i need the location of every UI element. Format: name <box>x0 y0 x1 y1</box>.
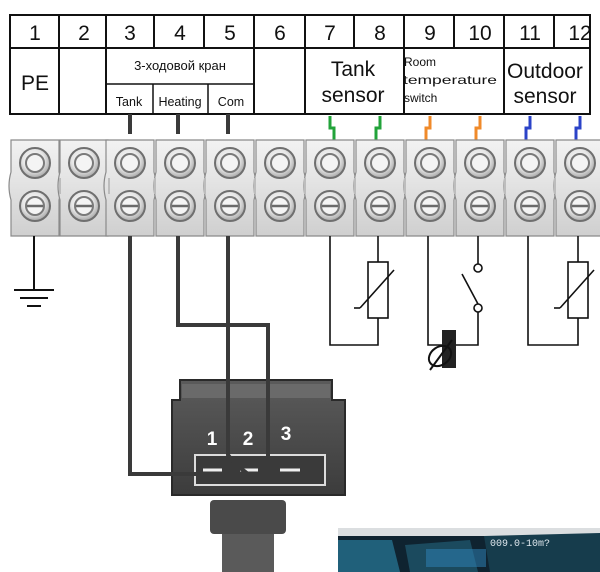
terminal-block-7 <box>303 139 357 237</box>
room-switch-label-line3: switch <box>404 91 437 105</box>
valve-connector: 1 2 3 <box>171 379 346 572</box>
terminal-number-9: 9 <box>424 22 436 45</box>
outdoor-sensor-label-line1: Outdoor <box>507 60 583 83</box>
terminal-number-3: 3 <box>124 22 136 45</box>
tank-sensor-label-line1: Tank <box>331 58 376 81</box>
terminal-number-5: 5 <box>224 22 236 45</box>
room-switch-circuit <box>427 236 483 346</box>
valve-wiring <box>128 236 288 476</box>
pe-label: PE <box>21 72 49 95</box>
terminal-number-11: 11 <box>519 22 541 45</box>
valve-label: 3-ходовой кран <box>134 58 226 73</box>
outdoor-sensor-circuit <box>527 236 595 346</box>
terminal-number-7: 7 <box>324 22 336 45</box>
thermistor-icon <box>367 261 389 319</box>
connector-pin-1: 1 <box>207 429 218 450</box>
terminal-block-9 <box>403 139 457 237</box>
photo-fragment: 009.0-10m? <box>338 528 600 572</box>
thermostat-dial-icon <box>427 330 456 371</box>
terminal-block-3 <box>103 139 157 237</box>
terminal-block-strip <box>8 139 600 237</box>
terminal-block-4 <box>153 139 207 237</box>
terminal-number-4: 4 <box>174 22 186 45</box>
terminal-block-2 <box>57 139 111 237</box>
terminal-block-1 <box>8 139 62 237</box>
room-switch-label-line2: temperature <box>403 73 497 87</box>
heating-terminal-label: Heating <box>158 95 201 109</box>
terminal-number-10: 10 <box>468 22 491 45</box>
ground-symbol-icon <box>14 236 54 307</box>
connector-pin-2: 2 <box>243 429 254 450</box>
terminal-block-10 <box>453 139 507 237</box>
sensor-wire-stubs <box>128 114 582 140</box>
terminal-number-8: 8 <box>374 22 386 45</box>
terminal-block-5 <box>203 139 257 237</box>
terminal-block-11 <box>503 139 557 237</box>
terminal-number-12: 12 <box>568 22 591 45</box>
terminal-block-6 <box>253 139 307 237</box>
tank-sensor-label-line2: sensor <box>321 84 384 107</box>
tank-terminal-label: Tank <box>116 95 143 109</box>
connector-pin-3: 3 <box>281 424 292 445</box>
thermistor-icon <box>567 261 589 319</box>
outdoor-sensor-label-line2: sensor <box>513 85 576 108</box>
terminal-number-1: 1 <box>29 22 41 45</box>
photo-label-text: 009.0-10m? <box>490 539 550 550</box>
com-terminal-label: Com <box>218 95 244 109</box>
thermostat-switch-icon <box>473 263 483 273</box>
terminal-block-12 <box>553 139 600 237</box>
terminal-block-8 <box>353 139 407 237</box>
terminal-number-2: 2 <box>78 22 90 45</box>
room-switch-label-line1: Room <box>404 55 436 69</box>
tank-sensor-circuit <box>329 236 395 346</box>
terminal-label-table <box>9 14 591 115</box>
terminal-number-6: 6 <box>274 22 286 45</box>
